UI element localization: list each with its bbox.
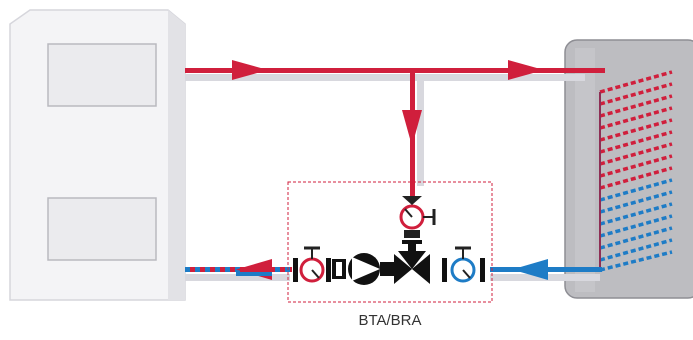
boiler-upper-panel <box>47 43 157 107</box>
flow-arrow-down-icon <box>402 110 422 146</box>
storage-tank <box>564 39 693 299</box>
pipe-shadows <box>185 74 600 281</box>
flow-arrow-right-icon <box>232 60 268 80</box>
circulation-pump-icon <box>332 253 394 285</box>
cold-return-pipe <box>490 259 602 280</box>
heat-exchanger-coil <box>599 70 673 272</box>
return-thermometer-valve-right-icon <box>442 246 485 283</box>
mixed-return-pipe <box>185 259 292 280</box>
three-way-mixing-valve-icon <box>394 240 430 284</box>
boiler <box>9 9 186 301</box>
module-label: BTA/BRA <box>358 312 422 329</box>
hot-supply-pipe <box>185 60 605 198</box>
module-frame <box>287 181 493 303</box>
supply-thermometer-valve-icon <box>399 196 436 238</box>
flow-arrow-left-icon <box>512 259 548 280</box>
flow-arrow-right-icon <box>508 60 544 80</box>
boiler-lower-panel <box>47 197 157 261</box>
return-thermometer-valve-left-icon <box>293 246 331 283</box>
